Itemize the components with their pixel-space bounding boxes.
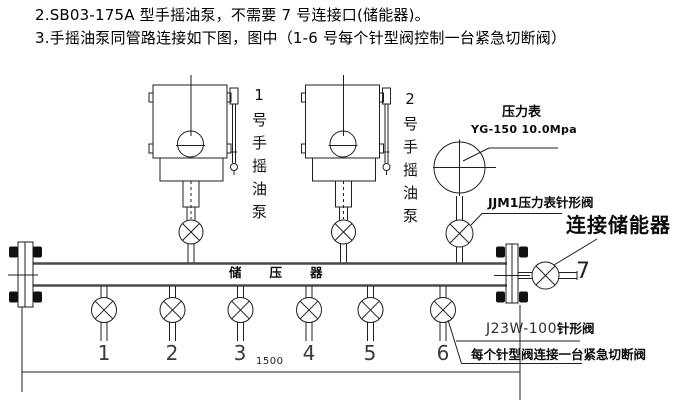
manifold-pipe bbox=[33, 262, 507, 287]
pump-2-symbol bbox=[301, 75, 391, 263]
needle-valve-kind: 针形阀 bbox=[557, 321, 595, 336]
valve-5-symbol bbox=[357, 286, 384, 341]
jjm1-leader-line bbox=[470, 213, 562, 226]
gauge-spec: YG-150 10.0Mpa bbox=[471, 123, 577, 136]
left-flange bbox=[8, 241, 42, 308]
right-flange bbox=[494, 243, 530, 304]
valve-number-6: 6 bbox=[436, 341, 450, 365]
gauge-title: 压力表 bbox=[502, 105, 542, 120]
accumulator-leader-line bbox=[553, 238, 598, 266]
accumulator-valve-7-symbol bbox=[518, 238, 598, 290]
pressure-gauge-symbol bbox=[433, 139, 562, 263]
pump-1-handle-icon bbox=[229, 87, 239, 175]
pump-1-label: 1号手摇油泵 bbox=[250, 86, 268, 227]
needle-valve-model: J23W-100 bbox=[486, 321, 557, 337]
valve-number-2: 2 bbox=[165, 341, 179, 365]
valve-number-3: 3 bbox=[233, 341, 247, 365]
valve-number-5: 5 bbox=[363, 341, 377, 365]
valve-number-4: 4 bbox=[302, 341, 316, 365]
valve-2-symbol bbox=[159, 286, 186, 341]
distribution-valves bbox=[91, 286, 456, 341]
dimension-value: 1500 bbox=[256, 356, 284, 367]
valve-3-symbol bbox=[227, 286, 254, 341]
valve-number-1: 1 bbox=[97, 341, 111, 365]
pump-2-label: 2号手摇油泵 bbox=[401, 90, 419, 231]
accumulator-label: 连接储能器 bbox=[566, 213, 671, 237]
pump-1-outlet-valve-icon bbox=[178, 219, 204, 245]
dimension-1500 bbox=[21, 305, 521, 400]
pump-1-symbol bbox=[148, 75, 239, 263]
gauge-leader-line bbox=[462, 147, 558, 162]
needle-valve-leader-lines bbox=[447, 319, 582, 364]
pump-2-handle-icon bbox=[382, 87, 391, 175]
note-line-3: 3.手摇油泵同管路连接如下图，图中（1-6 号每个针型阀控制一台紧急切断阀） bbox=[35, 29, 567, 47]
pump-2-outlet-valve-icon bbox=[331, 219, 356, 245]
port-7-number: 7 bbox=[576, 259, 590, 284]
note-line-2: 2.SB03-175A 型手摇油泵，不需要 7 号连接口(储能器)。 bbox=[35, 6, 430, 24]
right-flange-bolts bbox=[496, 246, 528, 303]
valve-6-symbol bbox=[430, 286, 456, 341]
manifold-label: 储压器 bbox=[229, 265, 351, 280]
gauge-needle-valve-icon bbox=[445, 219, 474, 248]
gauge-valve-label: JJM1压力表针形阀 bbox=[488, 195, 594, 210]
valve-4-symbol bbox=[296, 286, 322, 341]
left-flange-bolts bbox=[9, 246, 42, 303]
needle-valve-note: 每个针型阀连接一台紧急切断阀 bbox=[471, 347, 647, 362]
valve-1-symbol bbox=[91, 286, 117, 341]
needle-valve-model-label: J23W-100针形阀 bbox=[486, 320, 595, 336]
